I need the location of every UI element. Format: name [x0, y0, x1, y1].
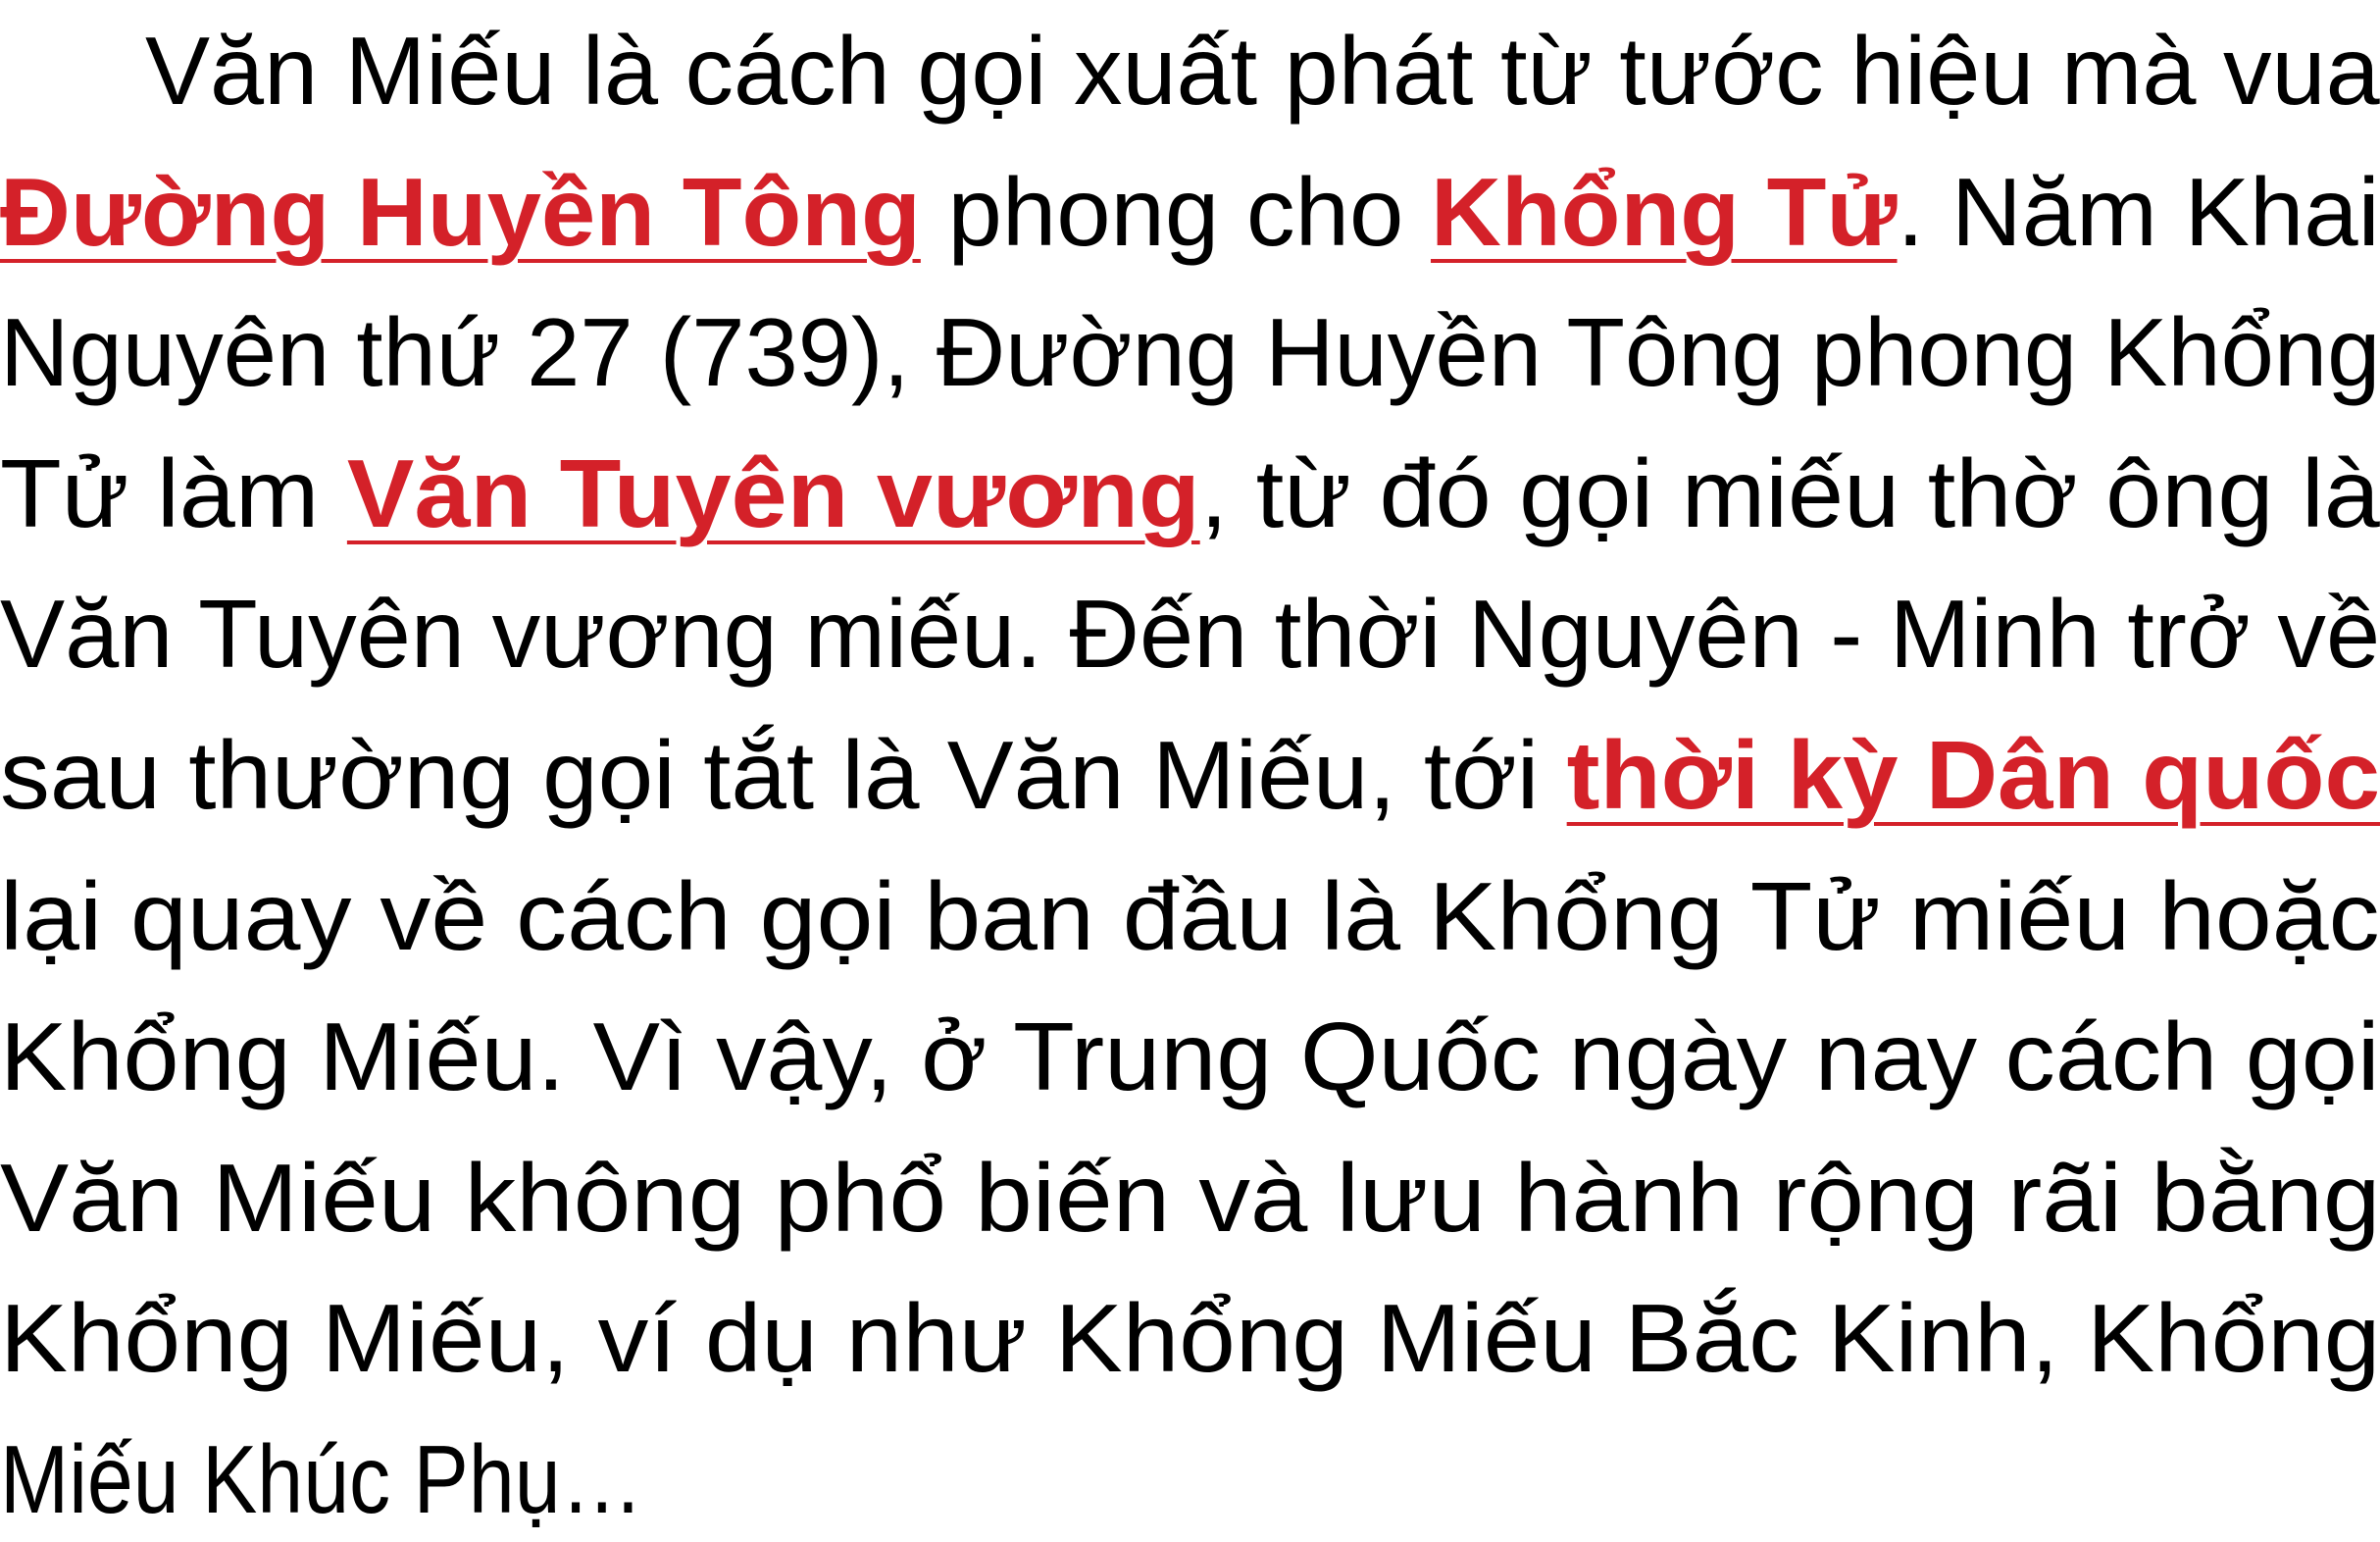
- text-line: Đường Huyền Tông phong cho Khổng Tử. Năm…: [0, 141, 2380, 283]
- text-segment: Văn Tuyên vương miếu. Đến thời Nguyên - …: [0, 580, 2380, 688]
- text-line: Khổng Miếu. Vì vậy, ở Trung Quốc ngày na…: [0, 986, 2380, 1127]
- inline-link[interactable]: Đường Huyền Tông: [0, 158, 921, 266]
- text-segment: Miếu Khúc Phụ…: [0, 1425, 643, 1533]
- inline-link[interactable]: Văn Tuyên vương: [346, 439, 1200, 547]
- text-segment: Nguyên thứ 27 (739), Đường Huyền Tông ph…: [0, 298, 2380, 406]
- text-line: sau thường gọi tắt là Văn Miếu, tới thời…: [0, 704, 2380, 846]
- text-line: Văn Tuyên vương miếu. Đến thời Nguyên - …: [0, 563, 2380, 704]
- text-segment: . Năm Khai: [1897, 158, 2380, 266]
- text-segment: phong cho: [920, 158, 1431, 266]
- text-line: Khổng Miếu, ví dụ như Khổng Miếu Bắc Kin…: [0, 1267, 2380, 1409]
- inline-link[interactable]: Khổng Tử: [1430, 158, 1898, 266]
- text-line: Tử làm Văn Tuyên vương, từ đó gọi miếu t…: [0, 423, 2380, 564]
- text-line: Miếu Khúc Phụ…: [0, 1409, 643, 1542]
- text-line: Văn Miếu không phổ biến và lưu hành rộng…: [0, 1127, 2380, 1268]
- text-segment: sau thường gọi tắt là Văn Miếu, tới: [0, 721, 1567, 829]
- text-segment: Văn Miếu là cách gọi xuất phát từ tước h…: [145, 17, 2380, 125]
- text-line: lại quay về cách gọi ban đầu là Khổng Tử…: [0, 846, 2380, 987]
- inline-link[interactable]: thời kỳ Dân quốc: [1566, 721, 2380, 829]
- text-segment: Tử làm: [0, 439, 347, 547]
- text-line: Văn Miếu là cách gọi xuất phát từ tước h…: [145, 0, 2380, 141]
- text-line: Nguyên thứ 27 (739), Đường Huyền Tông ph…: [0, 282, 2380, 423]
- text-segment: Văn Miếu không phổ biến và lưu hành rộng…: [0, 1144, 2380, 1252]
- text-segment: Khổng Miếu. Vì vậy, ở Trung Quốc ngày na…: [0, 1002, 2380, 1110]
- text-segment: lại quay về cách gọi ban đầu là Khổng Tử…: [0, 862, 2380, 970]
- text-segment: , từ đó gọi miếu thờ ông là: [1199, 439, 2380, 547]
- text-segment: Khổng Miếu, ví dụ như Khổng Miếu Bắc Kin…: [0, 1284, 2380, 1392]
